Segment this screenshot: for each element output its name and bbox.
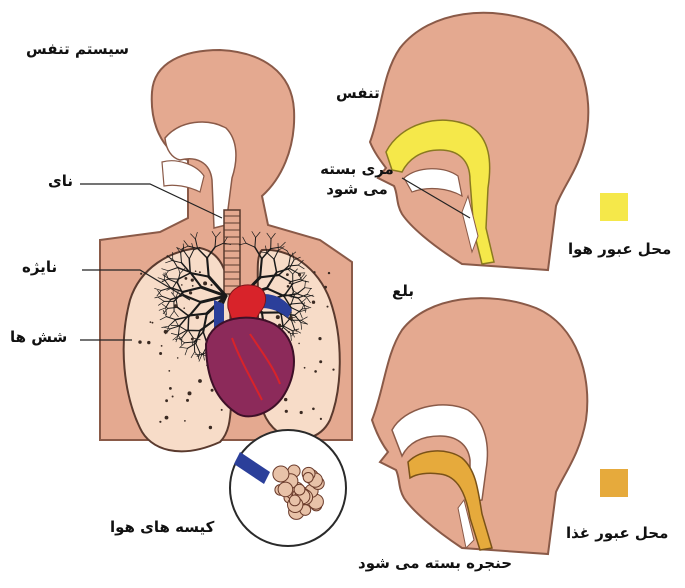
label-esophagus-closed-line1: مری بسته	[318, 160, 396, 180]
label-trachea: نای	[48, 172, 73, 192]
label-air-sacs: کیسه های هوا	[110, 518, 214, 538]
legend-food-label: محل عبور غذا	[566, 524, 668, 544]
air-sacs-inset	[230, 430, 346, 546]
head-swallowing	[372, 298, 587, 554]
legend-air-label: محل عبور هوا	[568, 240, 671, 260]
heart	[206, 285, 294, 416]
alveolus	[273, 466, 289, 482]
label-larynx-closed: حنجره بسته می شود	[358, 554, 512, 574]
label-esophagus-closed: مری بسته می شود	[318, 160, 396, 199]
alveolus	[294, 484, 305, 495]
label-esophagus-closed-line2: می شود	[318, 180, 396, 200]
label-bronchus: نایژه	[22, 258, 57, 278]
alveolus	[289, 495, 300, 506]
label-lungs: شش ها	[10, 328, 67, 348]
title-respiratory-system: سیستم تنفس	[26, 40, 129, 60]
title-swallowing: بلع	[392, 282, 414, 302]
trachea	[224, 210, 240, 294]
title-breathing: تنفس	[336, 84, 380, 104]
legend-air-swatch	[600, 193, 628, 221]
alveolus	[278, 482, 293, 497]
legend-food-swatch	[600, 469, 628, 497]
head-breathing	[370, 13, 588, 270]
alveolus	[303, 473, 313, 483]
